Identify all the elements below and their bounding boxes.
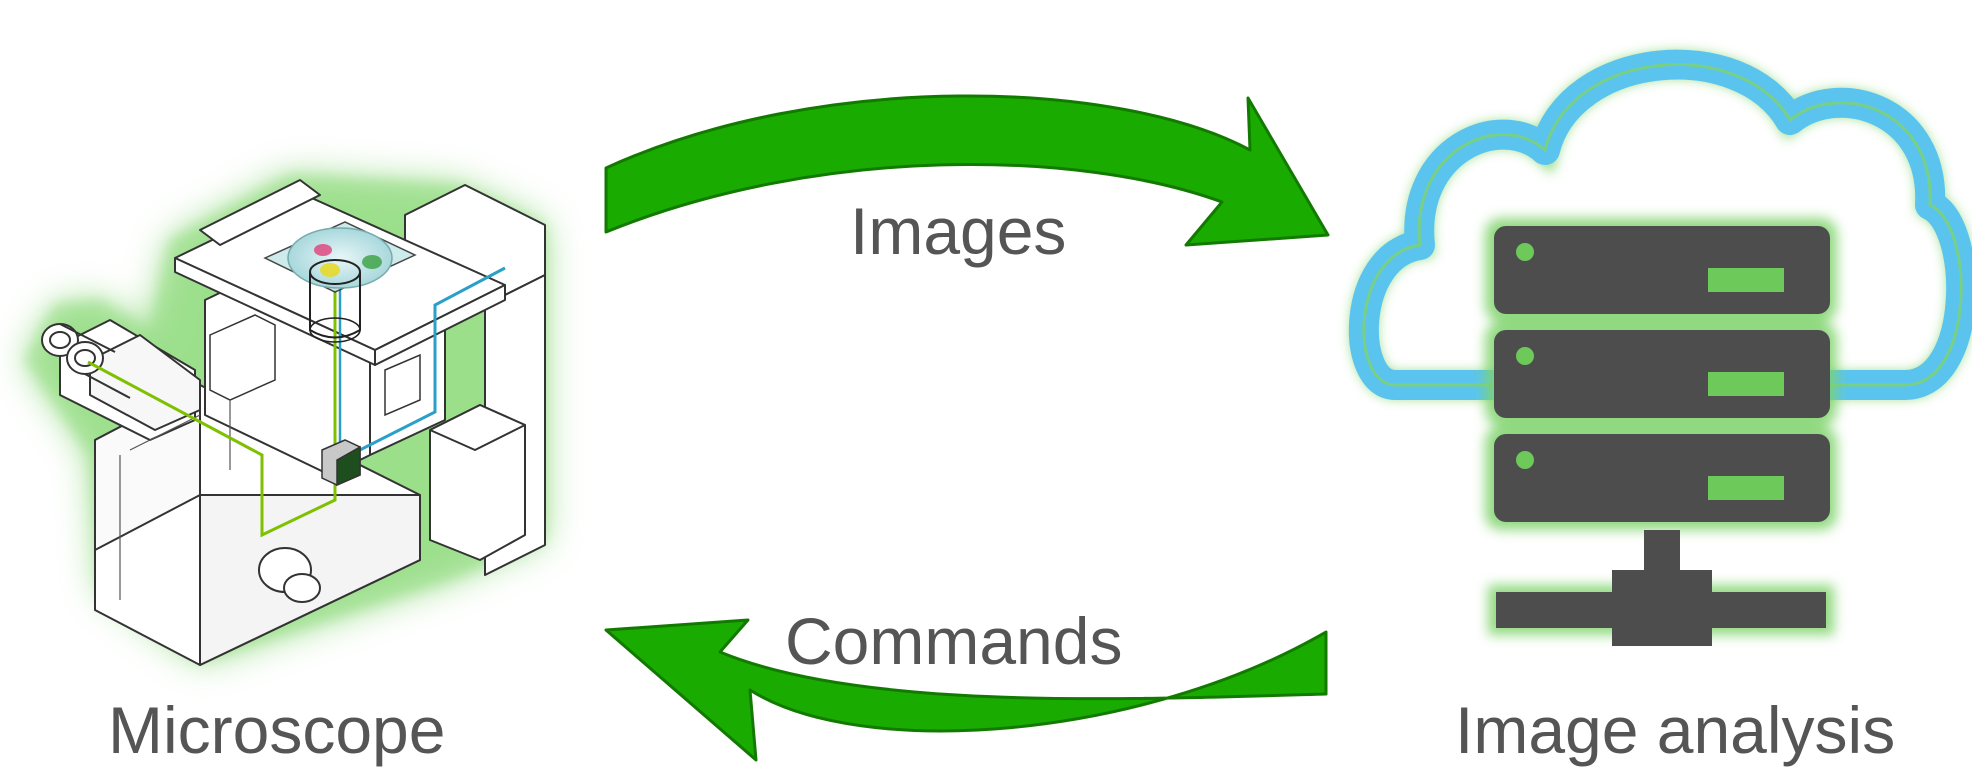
- microscope-icon: [25, 175, 546, 666]
- commands-edge-label: Commands: [785, 604, 1123, 678]
- network-connector-icon: [1496, 530, 1826, 646]
- microscope-label: Microscope: [108, 693, 446, 767]
- images-arrow: [604, 94, 1330, 247]
- optical-path-green: [87, 360, 337, 538]
- images-edge-label: Images: [850, 194, 1067, 268]
- cloud-server-icon: [1348, 49, 1972, 646]
- commands-arrow: [604, 618, 1328, 762]
- image-analysis-label: Image analysis: [1455, 693, 1896, 767]
- sample-dish-icon: [263, 221, 417, 343]
- server-rack-icon: [1494, 226, 1830, 522]
